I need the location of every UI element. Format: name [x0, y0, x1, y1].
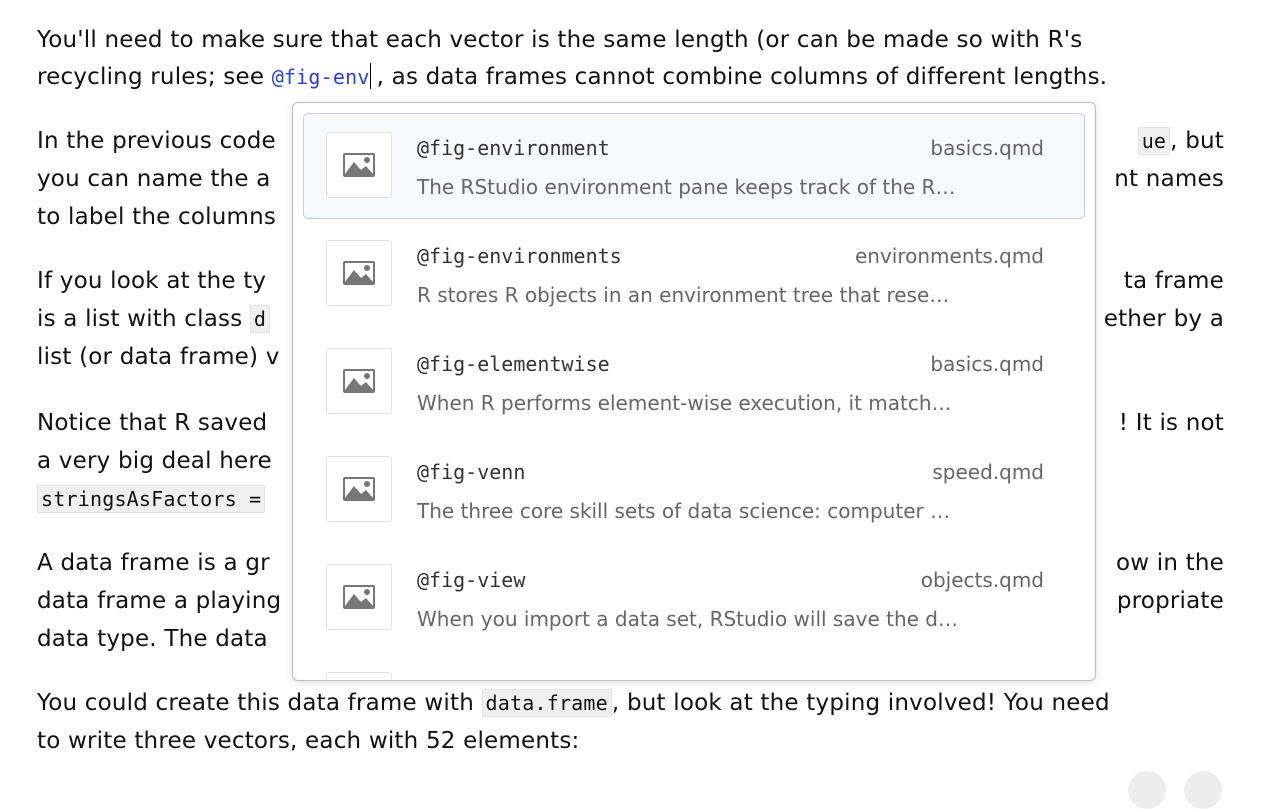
- text-fragment: data type. The data: [37, 626, 268, 652]
- item-description: R stores R objects in an environment tre…: [417, 283, 950, 307]
- cross-reference[interactable]: @fig-env: [271, 65, 370, 89]
- text-line: to write three vectors, each with 52 ele…: [37, 728, 580, 754]
- text-fragment: If you look at the ty: [37, 268, 267, 294]
- item-title: @fig-environments: [417, 244, 622, 268]
- image-icon: [326, 672, 392, 680]
- floating-button[interactable]: [1128, 771, 1166, 809]
- floating-button[interactable]: [1184, 771, 1222, 809]
- text-fragment: ue, but: [1137, 126, 1224, 156]
- completion-item[interactable]: @fig-elementwise basics.qmd When R perfo…: [303, 329, 1085, 435]
- item-file: speed.qmd: [932, 460, 1044, 484]
- text-fragment: ether by a: [1103, 306, 1224, 332]
- text-fragment: Notice that R saved: [37, 410, 268, 436]
- item-title: @fig-venn: [417, 460, 526, 484]
- image-icon: [326, 132, 392, 198]
- text-fragment: data frame a playing: [37, 588, 282, 614]
- completion-item[interactable]: @fig-view objects.qmd When you import a …: [303, 545, 1085, 651]
- item-title: @fig-view: [417, 568, 526, 592]
- image-icon: [326, 456, 392, 522]
- item-file: basics.qmd: [930, 136, 1044, 160]
- text-fragment: to label the columns: [37, 204, 277, 230]
- text: is a list with class: [37, 306, 250, 332]
- image-icon: [326, 240, 392, 306]
- inline-code: data.frame: [481, 689, 612, 717]
- text: , but look at the typing involved! You n…: [611, 690, 1110, 716]
- completion-popup: @fig-environment basics.qmd The RStudio …: [292, 102, 1096, 681]
- text-fragment: list (or data frame) v: [37, 344, 280, 370]
- text: , as data frames cannot combine columns …: [376, 64, 1108, 90]
- item-file: objects.qmd: [920, 568, 1044, 592]
- item-title: @fig-environment: [417, 136, 610, 160]
- completion-item[interactable]: @fig-venn speed.qmd The three core skill…: [303, 437, 1085, 543]
- item-description: When you import a data set, RStudio will…: [417, 607, 958, 631]
- text: , but: [1170, 128, 1224, 154]
- text-fragment: is a list with class d: [37, 304, 271, 334]
- text-fragment: stringsAsFactors =: [37, 484, 266, 514]
- item-description: The three core skill sets of data scienc…: [417, 499, 951, 523]
- text: You could create this data frame with: [37, 690, 482, 716]
- inline-code: d: [249, 305, 271, 333]
- inline-code: stringsAsFactors =: [37, 485, 266, 513]
- item-title: @fig-elementwise: [417, 352, 610, 376]
- text-line: You could create this data frame with da…: [37, 688, 1110, 718]
- text: recycling rules; see: [37, 64, 272, 90]
- text-fragment: ta frame: [1123, 268, 1224, 294]
- inline-code: ue: [1137, 127, 1171, 155]
- text-fragment: In the previous code: [37, 128, 276, 154]
- item-description: When R performs element-wise execution, …: [417, 391, 952, 415]
- completion-item[interactable]: [303, 653, 1085, 680]
- text-fragment: nt names: [1114, 166, 1224, 192]
- text-fragment: A data frame is a gr: [37, 550, 270, 576]
- text-fragment: ! It is not: [1118, 410, 1224, 436]
- text-line: You'll need to make sure that each vecto…: [37, 27, 1083, 53]
- completion-item[interactable]: @fig-environment basics.qmd The RStudio …: [303, 113, 1085, 219]
- item-description: The RStudio environment pane keeps track…: [417, 175, 956, 199]
- completion-item[interactable]: @fig-environments environments.qmd R sto…: [303, 221, 1085, 327]
- text-line: recycling rules; see @fig-env, as data f…: [37, 62, 1107, 92]
- text-cursor: [369, 63, 371, 89]
- text-fragment: a very big deal here: [37, 448, 272, 474]
- text-fragment: you can name the a: [37, 166, 271, 192]
- item-file: basics.qmd: [930, 352, 1044, 376]
- text-fragment: propriate: [1116, 588, 1224, 614]
- image-icon: [326, 348, 392, 414]
- item-file: environments.qmd: [854, 244, 1044, 268]
- image-icon: [326, 564, 392, 630]
- text-fragment: ow in the: [1115, 550, 1224, 576]
